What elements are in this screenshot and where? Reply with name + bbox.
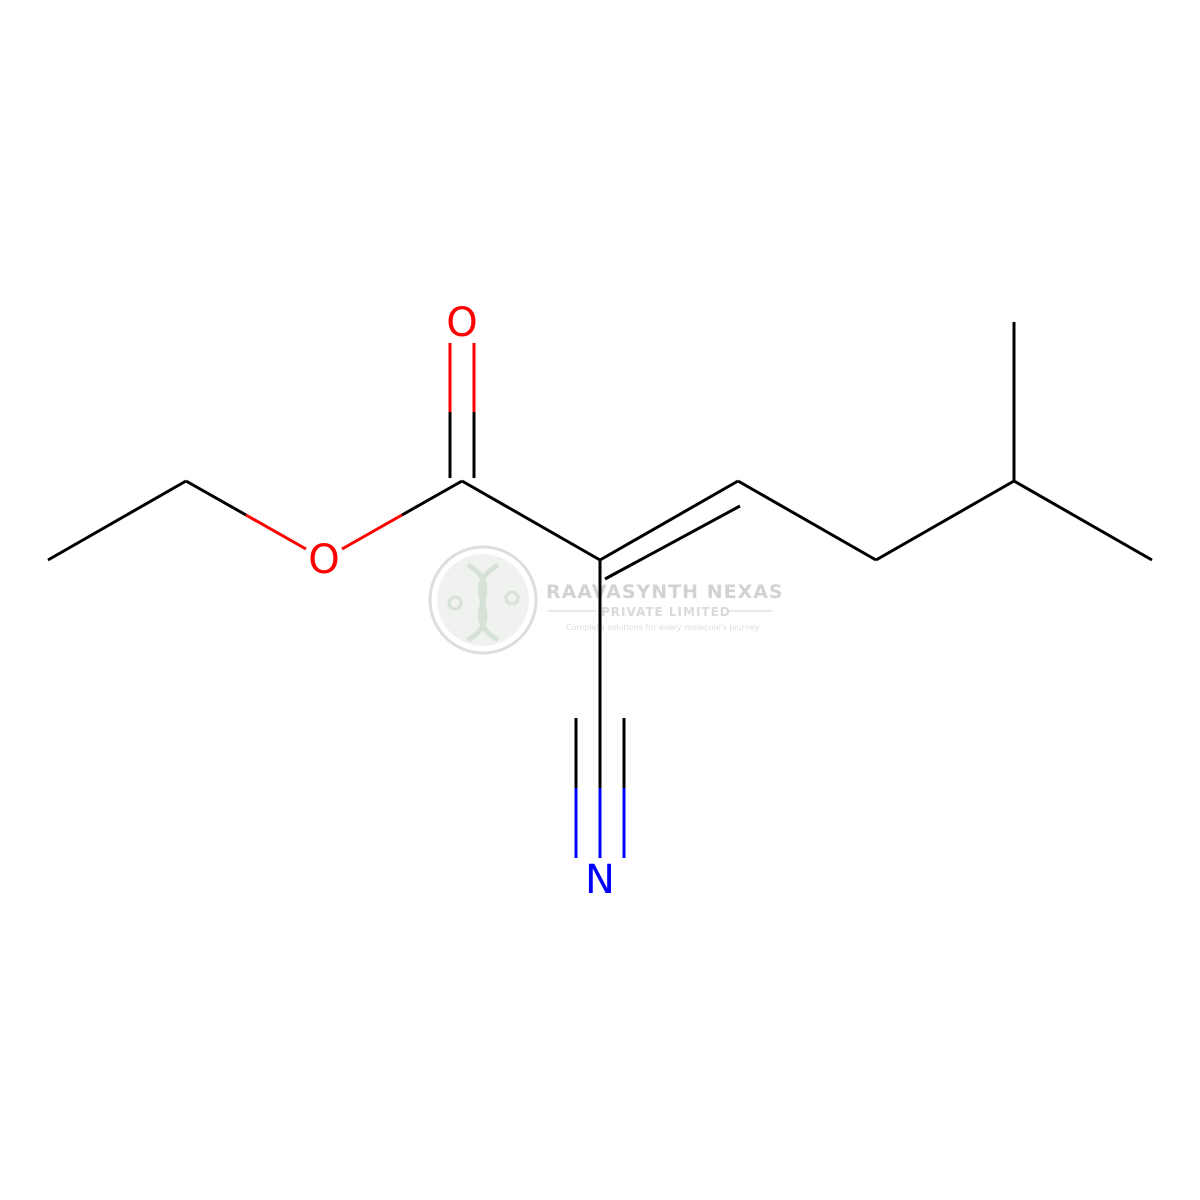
bond-c5-methyl-right (1013, 479, 1153, 562)
bond-c2-c3-double-inner (604, 504, 741, 581)
bond-ch2-o-carbon-half (185, 479, 247, 517)
bond-ch2-o-oxygen-half (245, 513, 307, 551)
bond-o-carbonyl-oxygen-half (341, 513, 403, 551)
watermark: RAAVASYNTH NEXAS PRIVATE LIMITED Complet… (428, 545, 784, 655)
atom-label-carbonyl-oxygen: O (446, 300, 477, 346)
atom-label-ester-oxygen: O (308, 537, 339, 583)
bond-carbonyl-c2 (461, 479, 601, 562)
bond-ch3-ch2 (47, 479, 187, 562)
bonds (47, 322, 1153, 858)
watermark-logo-ring (428, 545, 538, 655)
atom-label-nitrogen: N (585, 857, 615, 903)
watermark-company: RAAVASYNTH NEXAS (546, 581, 784, 603)
bond-o-carbonyl-carbon-half (401, 479, 463, 517)
bond-c2-c3-double-outer (599, 479, 739, 562)
watermark-subtitle: PRIVATE LIMITED (601, 605, 731, 619)
atom-labels: O O N (308, 300, 615, 903)
bond-c3-c4 (737, 479, 877, 562)
bond-c4-c5 (875, 479, 1015, 562)
dna-helix-icon (447, 562, 520, 643)
watermark-tagline: Complete solutions for every molecule's … (566, 623, 760, 632)
